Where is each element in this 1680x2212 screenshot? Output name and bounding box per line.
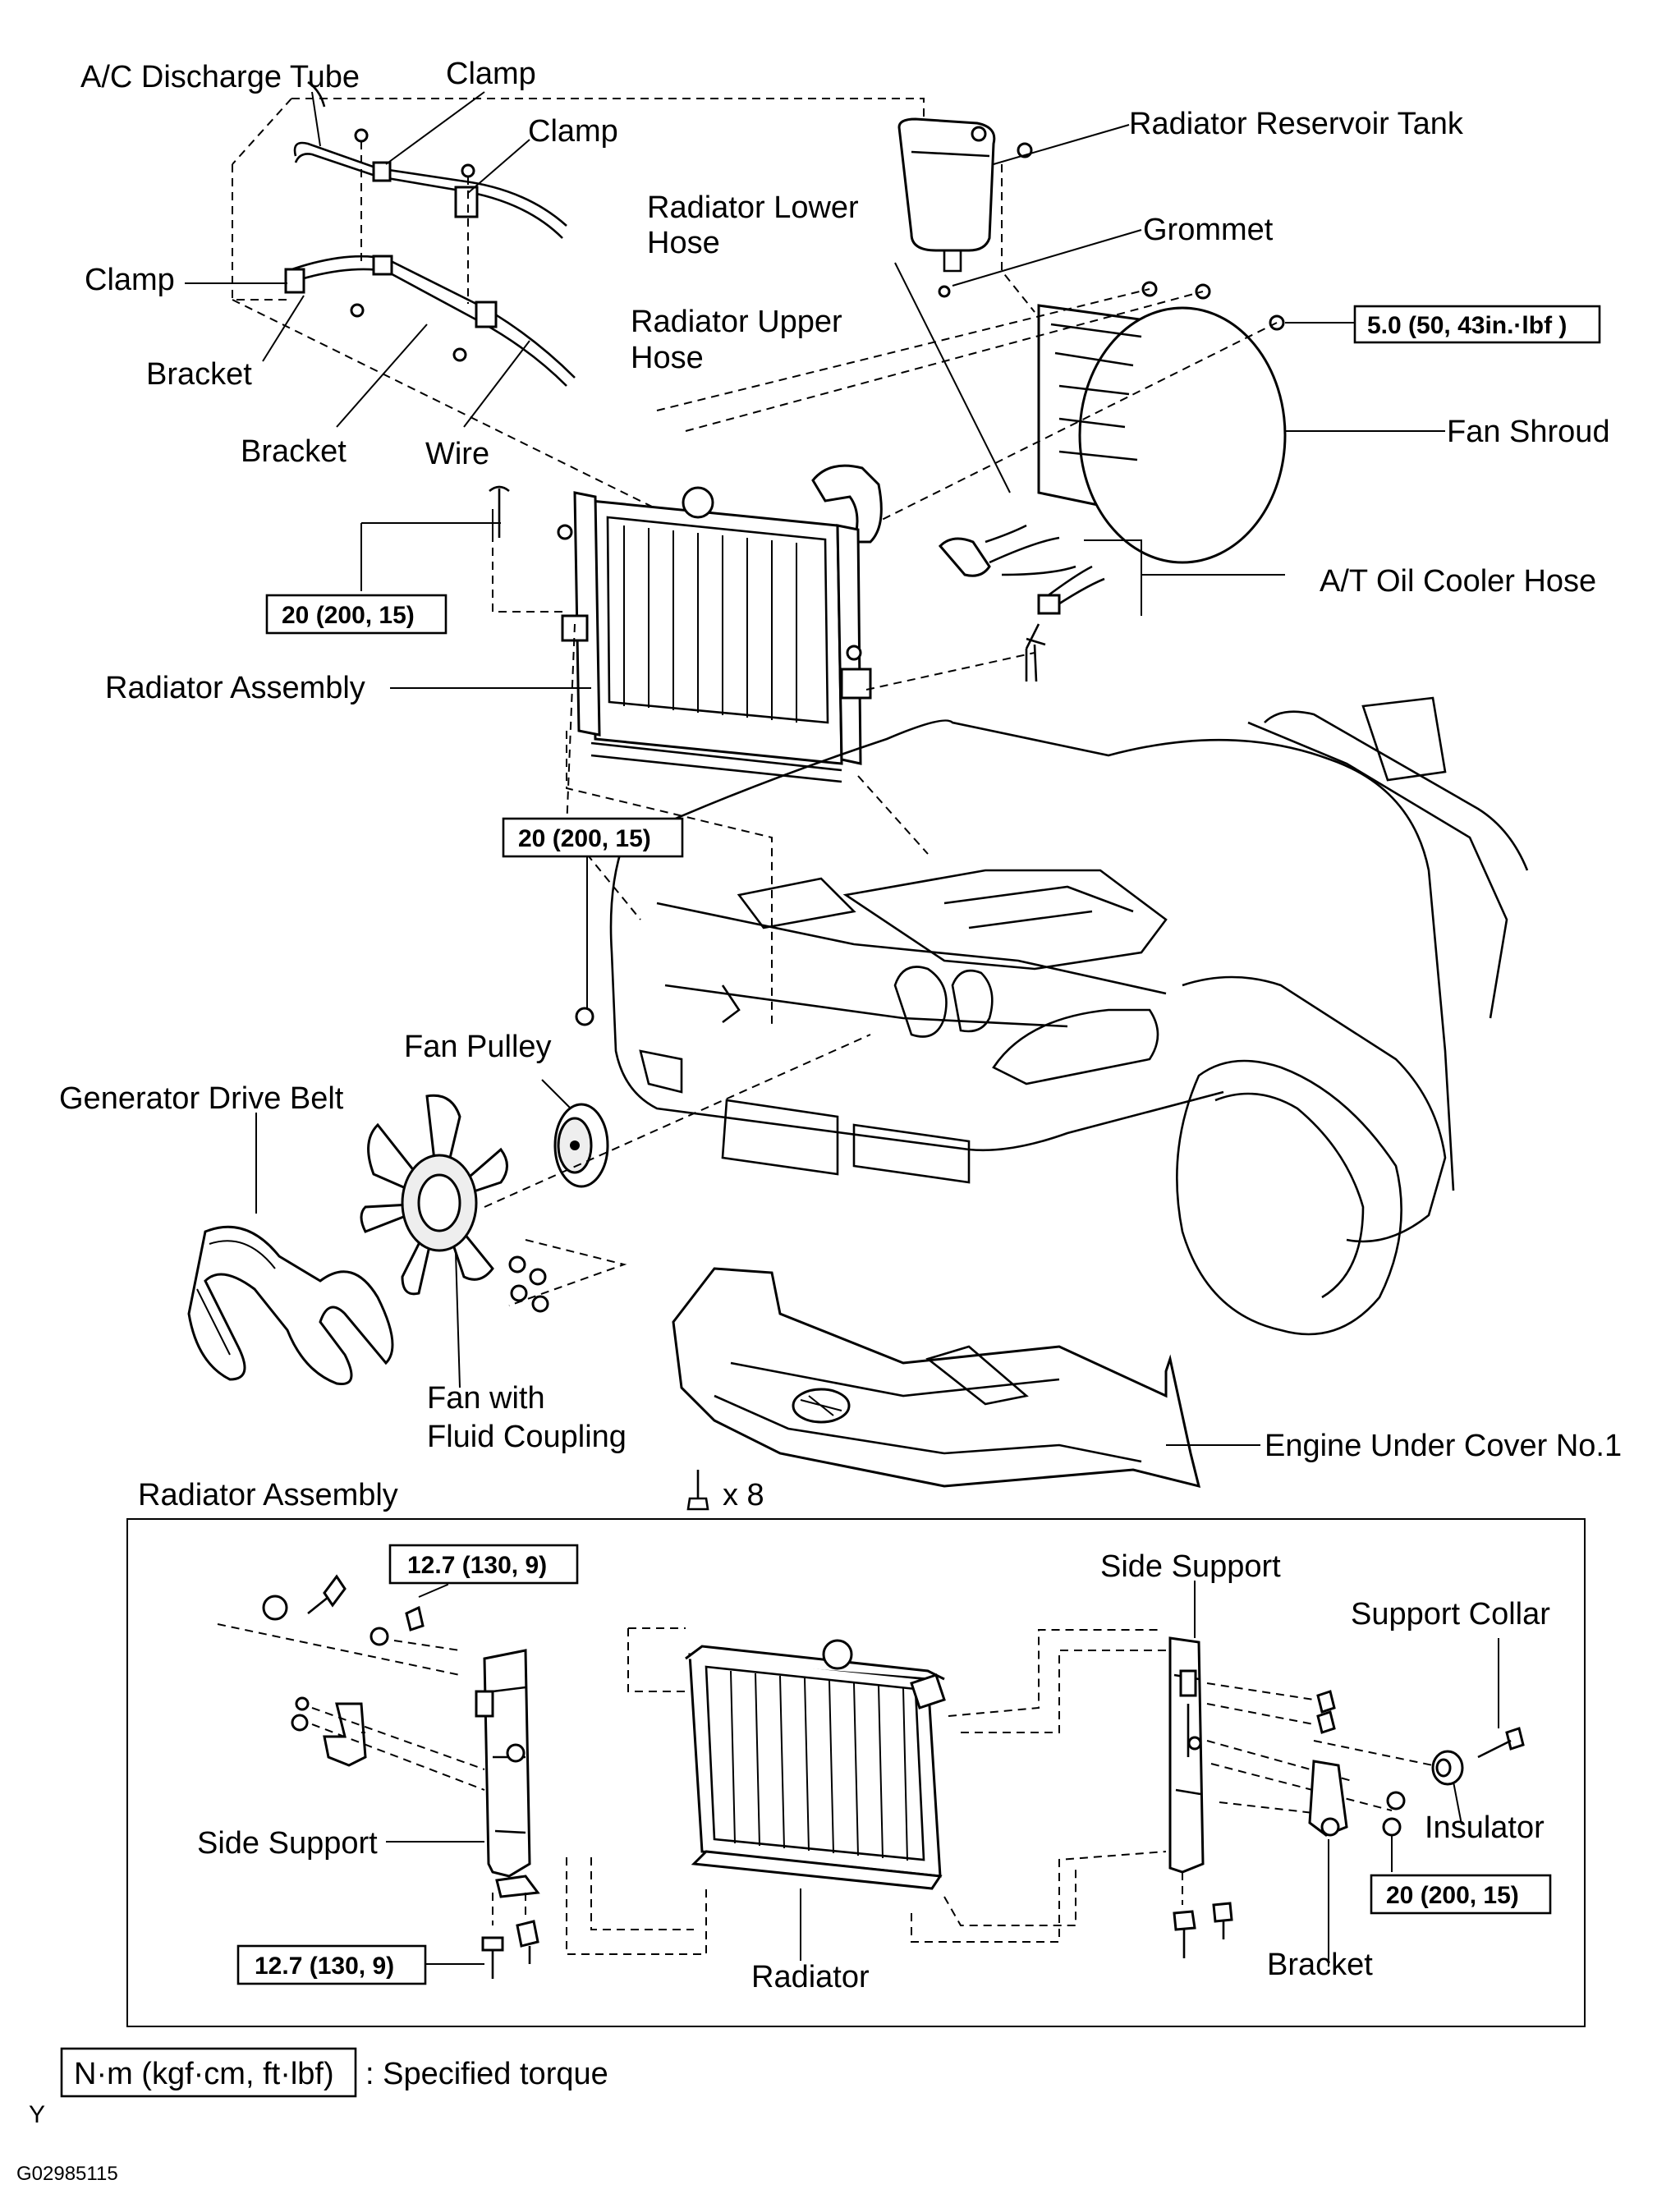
torque-inset-top-left: 12.7 (130, 9) [407, 1552, 547, 1579]
label-side-support-left: Side Support [197, 1826, 378, 1861]
ac-discharge-tube [293, 141, 567, 227]
torque-inset-right: 20 (200, 15) [1386, 1882, 1519, 1909]
label-at-oil-cooler-hose: A/T Oil Cooler Hose [1320, 564, 1596, 599]
inset-left-fasteners [217, 1574, 485, 1791]
inset-left-side-support [475, 1649, 540, 1979]
label-bracket-2: Bracket [241, 434, 347, 469]
label-radiator-reservoir-tank: Radiator Reservoir Tank [1129, 107, 1464, 141]
label-clamp-1: Clamp [446, 57, 536, 91]
legend-marker: Y [29, 2101, 45, 2128]
inset-support-collar-part [1431, 1727, 1525, 1786]
label-ac-discharge-tube: A/C Discharge Tube [80, 60, 360, 94]
torque-callouts: 5.0 (50, 43in.·lbf ) 20 (200, 15) 20 (20… [236, 305, 1601, 1985]
label-bracket-inset: Bracket [1267, 1948, 1373, 1982]
torque-legend: Y N·m (kgf·cm, ft·lbf) : Specified torqu… [16, 2047, 608, 2185]
radiator-assembly-inset-frame [126, 1518, 1586, 2027]
label-inset-title: Radiator Assembly [138, 1478, 398, 1512]
label-fan-with-1: Fan with [427, 1381, 545, 1416]
legend-specified-torque: : Specified torque [365, 2057, 608, 2091]
label-radiator: Radiator [751, 1960, 870, 1994]
torque-inset-bottom-left: 12.7 (130, 9) [255, 1953, 394, 1980]
label-radiator-upper-hose-1: Radiator Upper [631, 305, 842, 339]
label-fan-pulley: Fan Pulley [404, 1030, 552, 1064]
radiator-hoses-part [811, 464, 1105, 681]
inset-right-bracket-part [1308, 1690, 1406, 1837]
label-wire: Wire [425, 437, 489, 471]
label-bracket-1: Bracket [146, 357, 252, 392]
figure-code: G02985115 [16, 2163, 118, 2185]
fan-with-fluid-coupling-part [360, 1094, 549, 1313]
inset-right-side-support [1168, 1636, 1233, 1958]
clamp-1-part [372, 161, 392, 182]
ac-discharge-tube-group [232, 80, 925, 510]
generator-drive-belt-part [187, 1225, 394, 1386]
legend-unit: N·m (kgf·cm, ft·lbf) [74, 2057, 334, 2091]
label-insulator: Insulator [1425, 1810, 1545, 1845]
label-bolt-count: x 8 [723, 1478, 764, 1512]
label-fan-with-2: Fluid Coupling [427, 1420, 627, 1454]
clamp-3-part [284, 268, 305, 294]
label-radiator-assembly: Radiator Assembly [105, 671, 365, 705]
label-radiator-lower-hose-2: Hose [647, 226, 720, 260]
reservoir-tank-part [897, 117, 1035, 313]
engine-under-cover-part [672, 1267, 1201, 1489]
torque-fan-shroud-bolt: 5.0 (50, 43in.·lbf ) [1367, 312, 1567, 339]
label-radiator-upper-hose-2: Hose [631, 341, 704, 375]
label-clamp-3: Clamp [85, 263, 175, 297]
radiator-assembly-part [557, 486, 872, 783]
fan-pulley-part [553, 1103, 609, 1188]
label-side-support-right: Side Support [1100, 1549, 1281, 1584]
label-generator-drive-belt: Generator Drive Belt [59, 1081, 344, 1116]
vehicle-front-part [575, 696, 1529, 1336]
label-grommet: Grommet [1143, 213, 1274, 247]
bracket-2-part [475, 301, 498, 328]
callout-labels: A/C Discharge Tube Clamp Clamp Radiator … [59, 57, 1622, 1994]
clamp-2-part [454, 186, 479, 218]
label-fan-shroud: Fan Shroud [1447, 415, 1610, 449]
inset-radiator-part [685, 1639, 946, 1890]
label-engine-under-cover: Engine Under Cover No.1 [1265, 1429, 1622, 1463]
label-clamp-2: Clamp [528, 114, 618, 149]
label-support-collar: Support Collar [1351, 1597, 1550, 1631]
torque-lower-radiator-nut: 20 (200, 15) [518, 825, 651, 852]
fan-shroud-part [1037, 281, 1287, 564]
label-radiator-lower-hose-1: Radiator Lower [647, 190, 859, 225]
bracket-1-part [372, 255, 393, 276]
torque-upper-radiator-bolt: 20 (200, 15) [282, 602, 415, 629]
